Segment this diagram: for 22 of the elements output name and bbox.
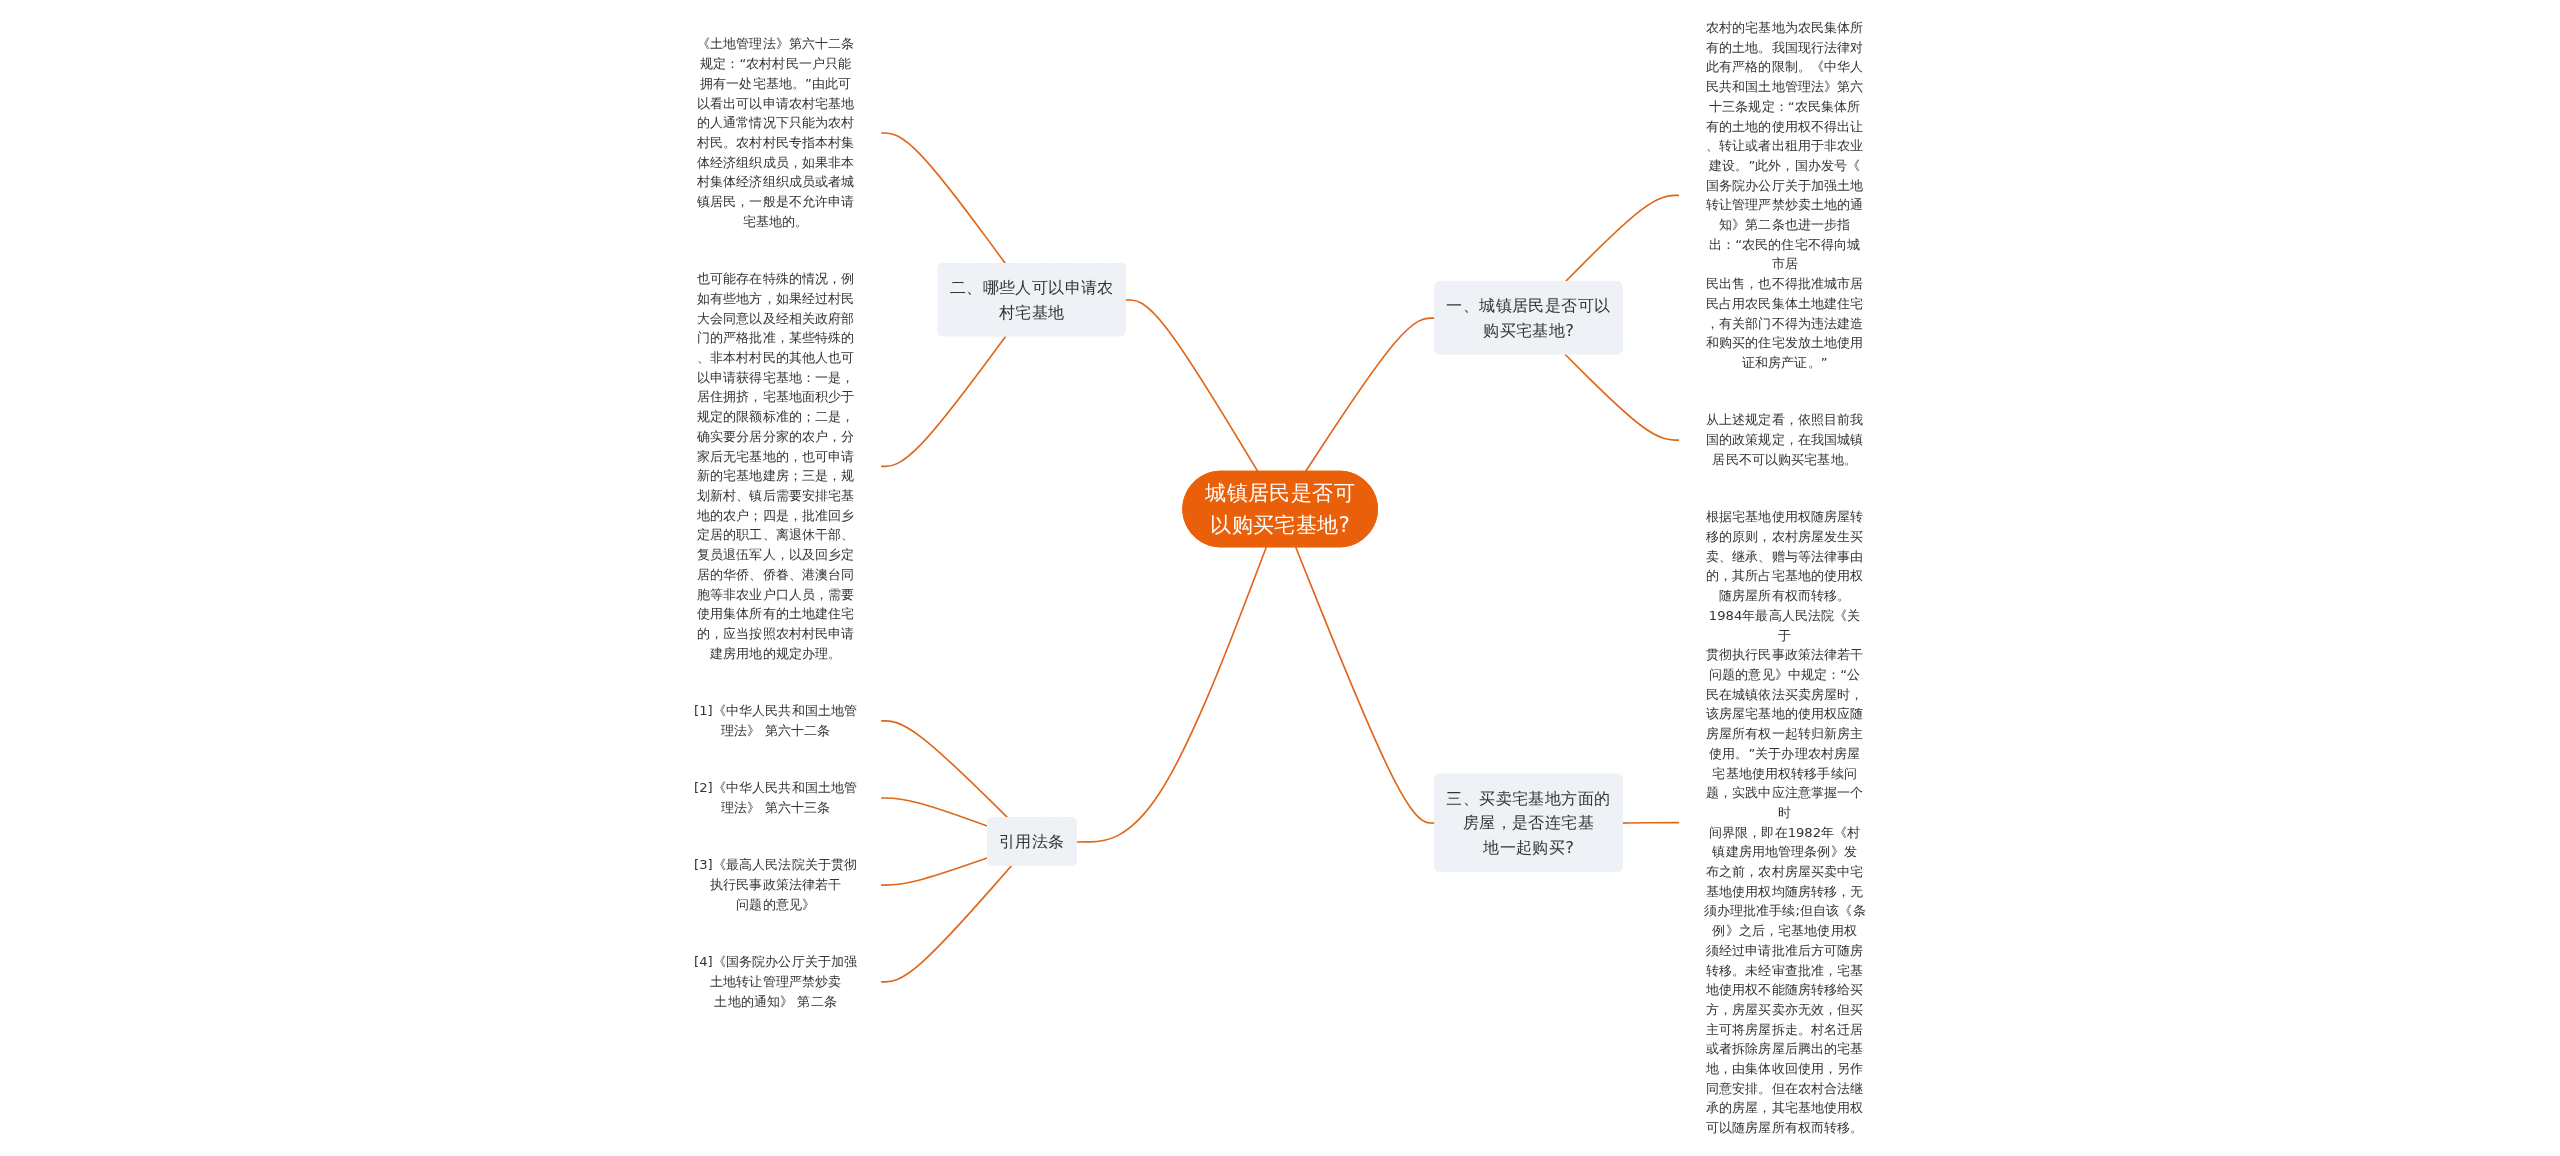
connector xyxy=(1564,353,1681,441)
connector xyxy=(879,132,1007,265)
connector xyxy=(1124,299,1259,473)
node-text: 也可能存在特殊的情况，例如有些地方，如果经过村民大会同意以及经相关政府部门的严格批准，某些特殊的、非本村村民的其他人也可以申请获得宅基地：一是，居住拥挤，宅基地面积少于规定的限额标准的；二是，确实要分居分家的农户，分家后无宅基地的，也可申请新的宅基地建房；三是，规划新村、镇后需要安排宅基地的农户；四是，批准回乡定居的职工、离退休干部、复员退伍军人，以及回乡定居的华侨、侨眷、港澳台同胞等非农业户口人员，需要使用集体所有的土地建住宅的，应当按照农村村民申请建房用地的规定办理。 xyxy=(696,270,855,661)
node-text: [4]《国务院办公厅关于加强土地转让管理严禁炒卖土地的通知》 第二条 xyxy=(693,954,858,1010)
node-text: 从上述规定看，依照目前我国的政策规定，在我国城镇居民不可以购买宅基地。 xyxy=(1705,412,1864,468)
connector xyxy=(879,720,1009,819)
connector xyxy=(1564,194,1681,283)
connector xyxy=(879,856,989,886)
node-text: 《土地管理法》第六十二条规定：“农村村民一户只能拥有一处宅基地。”由此可以看出可以申请农村宅基地的人通常情况下只能为农村村民。农村村民专指本村集体经济组织成员，如果非本村集体经济组织成员或者城镇居民，一般是不允许申请宅基地的。 xyxy=(696,36,855,230)
connector xyxy=(1621,821,1681,824)
node-text: [3]《最高人民法院关于贯彻执行民事政策法律若干问题的意见》 xyxy=(693,857,858,913)
connector xyxy=(1075,546,1267,843)
node-text: 根据宅基地使用权随房屋转移的原则，农村房屋发生买卖、继承、赠与等法律事由的，其所占宅基地的使用权随房屋所有权而转移。1984年最高人民法院《关于贯彻执行民事政策法律若干问题的意见》中规定：“公民在城镇依法买卖房屋时，该房屋宅基地的使用权应随房屋所有权一起转归新房主使用。”关于办理农村房屋宅基地使用权转移手续问题，实践中应注意掌握一个时间界限，即在1982年《村镇建房用地管理条例》发布之前，农村房屋买卖中宅基地使用权均随房转移，无须办理批准手续;但自该《条例》之后，宅基地使用权须经过申请批准后方可随房转移。未经审查批准，宅基地使用权不能随房转移给买方，房屋买卖亦无效，但买主可将房屋拆走。村名迁居或者拆除房屋后腾出的宅基地，由集体收回使用，另作同意安排。但在农村合法继承的房屋，其宅基地使用权可以随房屋所有权而转移。 xyxy=(1703,509,1866,1136)
connector xyxy=(1294,546,1436,824)
node-text: [2]《中华人民共和国土地管理法》 第六十三条 xyxy=(693,779,858,816)
connector xyxy=(879,864,1013,983)
node-text: [1]《中华人民共和国土地管理法》 第六十二条 xyxy=(693,702,858,739)
connector xyxy=(879,335,1007,468)
node-text: 农村的宅基地为农民集体所有的土地。我国现行法律对此有严格的限制。《中华人民共和国土地管理法》第六十三条规定：“农民集体所有的土地的使用权不得出让、转让或者出租用于非农业建设。”此外，国办发号《国务院办公厅关于加强土地转让管理严禁炒卖土地的通知》第二条也进一步指出：“农民的住宅不得向城市居民出售，也不得批准城市居民占用农民集体土地建住宅，有关部门不得为违法建造和购买的住宅发放土地使用证和房产证。” xyxy=(1705,19,1864,371)
connector xyxy=(1304,317,1436,473)
connector xyxy=(879,797,989,827)
